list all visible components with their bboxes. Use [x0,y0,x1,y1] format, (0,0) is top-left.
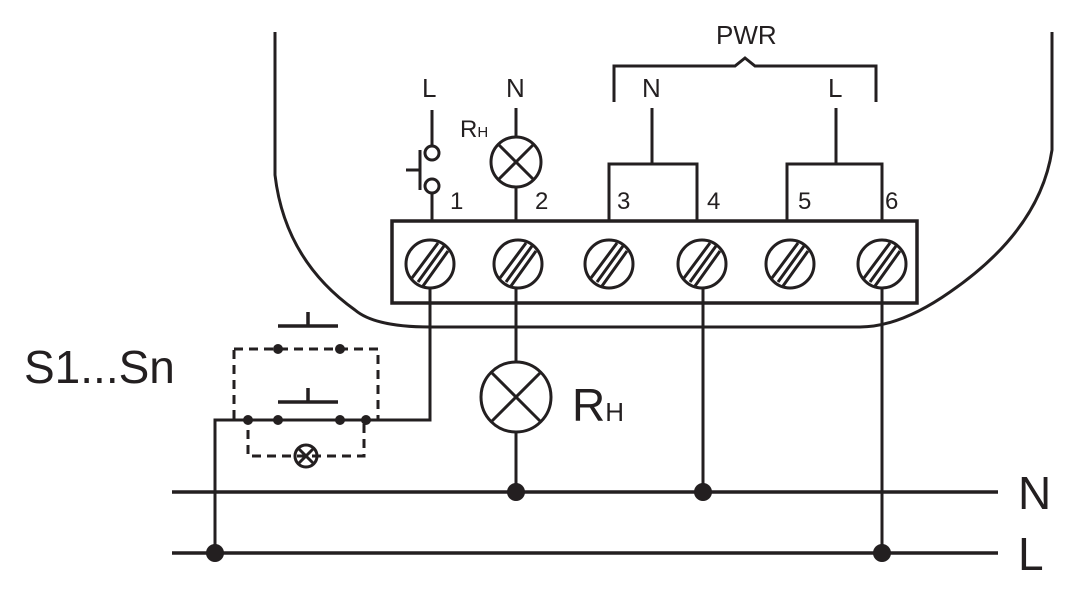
terminal-label-3: 3 [617,188,630,215]
terminal-screw-6 [856,238,908,290]
indicator-lamp-dashed-box [246,418,366,458]
switch-group-label: S1...Sn [24,341,175,393]
pwr-bracket [612,56,878,102]
pushbutton-contact-bottom [423,177,441,195]
terminal-label-1: 1 [450,188,463,215]
terminal-label-6: 6 [885,188,898,215]
rh-small-label: RH [460,116,488,143]
indicator-lamp-icon [293,443,319,469]
terminal-screw-4 [676,238,728,290]
junction-n-lamp [507,483,525,501]
pushbutton-contact-top [423,144,441,162]
switch-s1-actuator [278,388,338,404]
junction-l-terminal6 [873,544,891,562]
lamp-icon-large [479,360,553,434]
neutral-bus-label: N [1018,467,1051,519]
terminal-screw-5 [764,238,816,290]
junction-n-terminal4 [694,483,712,501]
terminal-label-2: 2 [535,188,548,215]
pwr-n-wire [607,108,699,221]
terminal-label-5: 5 [798,188,811,215]
terminal-screw-1 [404,238,456,290]
switch-group-dashed-box [232,347,380,422]
switch-sn-actuator [278,312,338,328]
terminal-1-wire [366,288,432,422]
device-housing [273,32,1054,329]
pwr-label: PWR [716,20,777,50]
pwr-l-label: L [828,73,842,103]
junction-l-switch [206,544,224,562]
top-n-label: N [506,73,525,103]
lamp-icon-small [489,135,543,189]
pwr-n-label: N [642,73,661,103]
terminal-screw-2 [492,238,544,290]
rh-large-label: RH [572,379,624,431]
terminal-screw-3 [583,238,635,290]
terminal-label-4: 4 [707,188,720,215]
terminal-block [390,219,919,305]
top-l-label: L [422,73,436,103]
live-bus-label: L [1018,528,1044,580]
pwr-l-wire [785,108,884,221]
pushbutton-actuator [406,150,422,190]
switch-l-feed-wire [213,418,248,553]
